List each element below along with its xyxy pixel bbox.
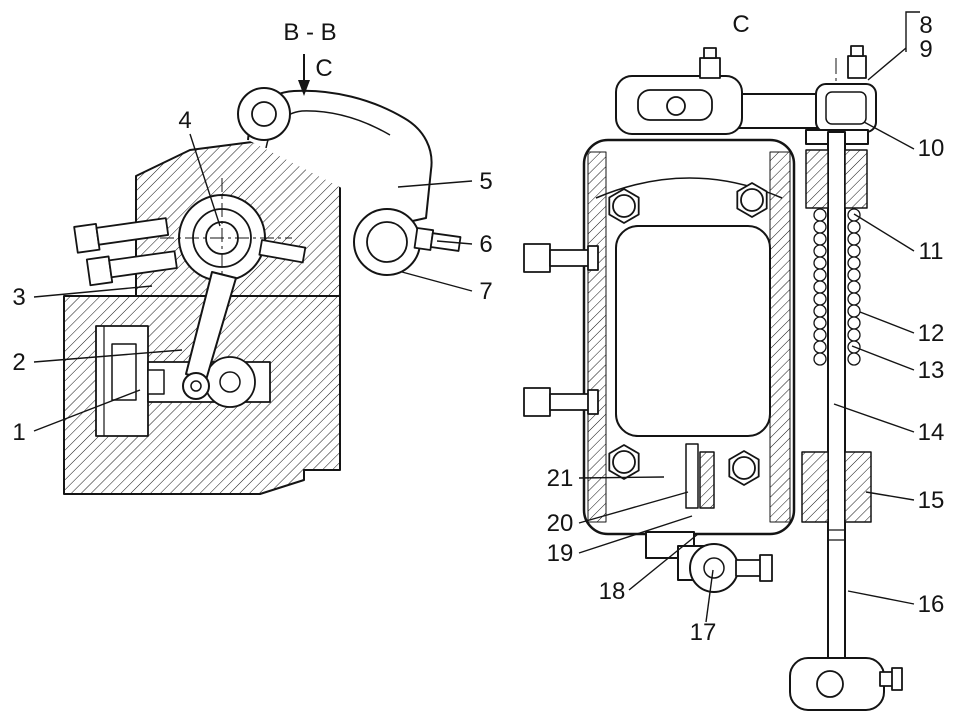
leader-line-7 [401, 271, 473, 292]
leader-line-1 [33, 389, 141, 432]
leader-line-6 [436, 240, 473, 245]
lever-pivot-pin [190, 380, 202, 392]
callout-12: 12 [918, 320, 945, 347]
leader-line-10 [863, 121, 915, 150]
side-studs [523, 243, 599, 417]
left-view-title: B - B [283, 19, 336, 46]
leader-line-16 [847, 590, 915, 605]
callout-11: 11 [919, 238, 944, 265]
hex-bolt-bottom-right [728, 450, 760, 486]
callout-1: 1 [12, 419, 25, 446]
callout-8: 8 [919, 12, 932, 39]
cam-follower-pin [219, 371, 241, 393]
callout-20: 20 [547, 510, 574, 537]
bore-plug [147, 369, 165, 395]
left-wall-section [587, 151, 607, 523]
callout-19: 19 [547, 540, 574, 567]
callout-14: 14 [918, 419, 945, 446]
right-view-title: C [732, 11, 749, 38]
leader-line-14 [833, 403, 915, 433]
hex-bolt-top-right [736, 182, 768, 218]
clevis-bolts [699, 45, 867, 79]
leader-line-13 [851, 345, 915, 371]
top-clevis [615, 45, 877, 135]
leader-line-20 [578, 491, 689, 524]
callout-21: 21 [547, 465, 574, 492]
callout-2: 2 [12, 349, 25, 376]
pushrod [827, 131, 846, 663]
callout-3: 3 [12, 284, 25, 311]
leader-line-2 [33, 349, 183, 363]
leader-line-21 [578, 476, 665, 479]
leader-line-12 [859, 311, 915, 334]
bottom-pin-assembly [685, 443, 715, 509]
housing-window [615, 225, 771, 437]
left-view-drawing [63, 87, 462, 495]
lower-spring-seat [801, 451, 872, 523]
leader-line-19 [578, 515, 693, 554]
valve-springs [813, 208, 861, 366]
right-wall-section [769, 151, 791, 523]
leader-line-15 [865, 491, 915, 501]
rocker-shaft-boss [237, 87, 291, 141]
leader-lines [33, 11, 920, 623]
leader-line-18 [628, 533, 699, 591]
callout-9: 9 [919, 36, 932, 63]
shaft-boss-bore [366, 221, 408, 263]
pushrod-assembly [789, 129, 903, 711]
leader-line-11 [853, 213, 915, 252]
section-arrowhead-icon [298, 80, 310, 96]
callout-6: 6 [479, 231, 492, 258]
rocker-shaft-bore [251, 101, 277, 127]
adjuster-pin [258, 239, 307, 264]
bottom-fitting [645, 531, 773, 593]
leader-line-17 [705, 569, 714, 623]
callout-13: 13 [918, 357, 945, 384]
housing-body [523, 138, 796, 536]
fitting-bolt [735, 554, 773, 582]
annotations: B - B C C [12, 11, 944, 646]
leader-line-3 [33, 285, 153, 298]
section-arrow-label: C [315, 55, 332, 82]
hex-bolt-bottom-left [608, 444, 640, 480]
mounting-studs [73, 217, 178, 287]
callout-labels: 1 2 3 4 5 6 7 8 9 10 11 12 13 14 15 16 1… [12, 12, 944, 646]
hex-bolt-top-left [608, 188, 640, 224]
leader-line-5 [397, 180, 473, 188]
plunger [111, 343, 137, 401]
rod-end-foot [789, 657, 903, 711]
right-view-drawing [523, 45, 903, 711]
callout-5: 5 [479, 168, 492, 195]
leader-line-4 [189, 133, 221, 227]
callout-4: 4 [178, 107, 191, 134]
upper-spring-seat [805, 149, 868, 209]
callout-15: 15 [918, 487, 945, 514]
callout-16: 16 [918, 591, 945, 618]
section-arrow: C [298, 54, 333, 96]
callout-17: 17 [690, 619, 717, 646]
leader-line-8-9 [867, 47, 907, 81]
bracket-8-9 [905, 11, 920, 52]
callout-18: 18 [599, 578, 626, 605]
callout-10: 10 [918, 135, 945, 162]
callout-7: 7 [479, 278, 492, 305]
